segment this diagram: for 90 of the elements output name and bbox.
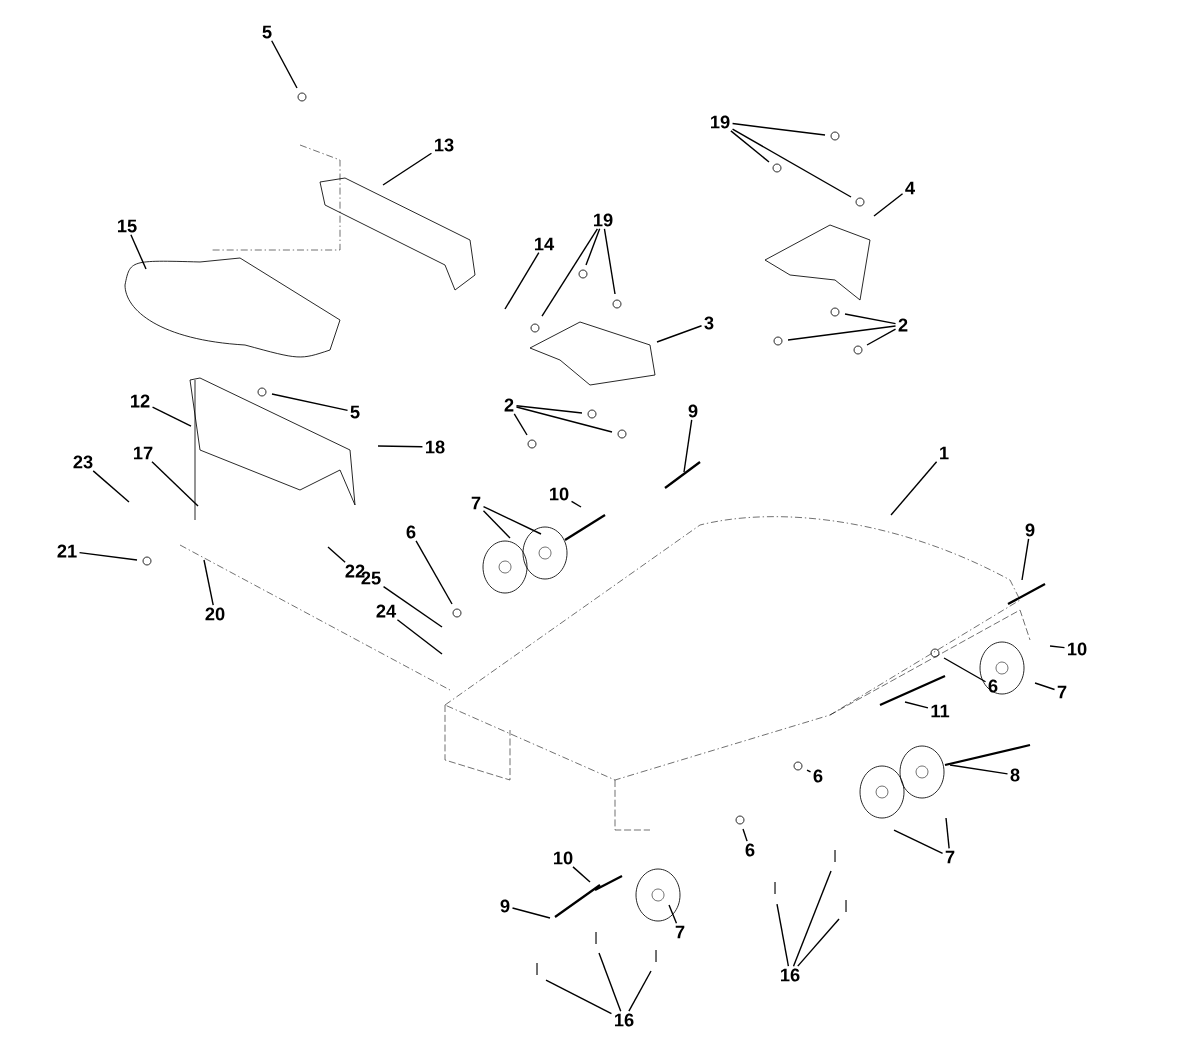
leader-line (1049, 645, 1066, 649)
leader-line (396, 619, 443, 655)
leader-line (377, 445, 424, 448)
leader-line (482, 510, 511, 539)
callout-number: 20 (205, 607, 225, 621)
callout-number: 19 (711, 115, 730, 129)
leader-line (1021, 538, 1030, 581)
callout-number: 2 (898, 318, 908, 332)
callout-number: 7 (675, 925, 685, 939)
callout-number: 2 (504, 398, 514, 412)
leader-line (742, 828, 748, 842)
callout-number: 16 (615, 1013, 634, 1027)
callout-number: 11 (931, 704, 950, 718)
callout-number: 10 (1068, 642, 1087, 656)
leader-line (570, 500, 582, 508)
callout-number: 7 (471, 496, 481, 510)
leader-line (585, 228, 601, 266)
leader-line (151, 460, 199, 507)
leader-line (806, 769, 812, 773)
leader-line (603, 228, 616, 295)
callout-number: 9 (688, 404, 698, 418)
leader-line (513, 413, 528, 436)
leader-line (598, 952, 622, 1012)
callout-number: 6 (813, 769, 823, 783)
leader-line (327, 546, 346, 563)
callout-number: 6 (406, 525, 416, 539)
leader-line (866, 328, 897, 346)
leader-line (776, 903, 790, 967)
leader-line (130, 234, 147, 270)
callout-number: 10 (550, 487, 569, 501)
leader-line (890, 460, 938, 516)
leader-line (572, 866, 591, 883)
callout-number: 6 (745, 843, 755, 857)
leader-line (92, 470, 130, 503)
leader-line (628, 970, 652, 1012)
leader-line (515, 406, 613, 433)
leader-line (511, 907, 551, 919)
leader-line (787, 325, 897, 341)
leader-line (949, 764, 1009, 775)
leader-line (731, 122, 826, 136)
callout-number: 8 (1010, 768, 1020, 782)
leader-line (271, 40, 298, 89)
leader-line (415, 540, 453, 605)
callout-number: 14 (535, 237, 555, 251)
leader-line (482, 505, 542, 535)
leader-line (730, 130, 770, 163)
callout-number: 3 (704, 316, 714, 330)
callout-number: 16 (781, 968, 800, 982)
callout-number: 7 (945, 850, 955, 864)
leader-line (683, 419, 693, 473)
callout-number: 6 (988, 679, 998, 693)
leader-line (797, 918, 840, 967)
leader-line (904, 701, 929, 709)
callout-number: 10 (554, 851, 573, 865)
leader-line (731, 128, 852, 198)
leader-line (1034, 682, 1056, 691)
callout-number: 12 (131, 394, 150, 408)
callout-number: 4 (905, 181, 915, 195)
callout-number: 5 (262, 25, 272, 39)
leader-line (943, 657, 987, 683)
callout-number: 17 (134, 446, 153, 460)
leader-line (541, 228, 599, 317)
leader-line (78, 551, 138, 561)
callout-number: 24 (376, 604, 397, 618)
callout-number: 5 (350, 405, 360, 419)
leader-line (945, 817, 950, 850)
leader-line (792, 870, 832, 967)
callout-number: 23 (73, 455, 93, 469)
leader-line (203, 559, 214, 606)
leader-line (545, 979, 613, 1015)
leader-line (668, 904, 678, 925)
callout-number: 19 (594, 213, 613, 227)
callout-number: 7 (1057, 685, 1067, 699)
leader-line (656, 325, 703, 343)
leader-line (515, 405, 583, 414)
leader-line (151, 406, 192, 427)
callout-number: 9 (500, 899, 510, 913)
leader-line (382, 152, 433, 186)
callout-number: 13 (435, 138, 454, 152)
callout-number: 21 (57, 544, 77, 558)
callout-number: 1 (940, 446, 949, 460)
callout-number: 15 (118, 219, 137, 233)
callout-number: 9 (1025, 523, 1035, 537)
callout-number: 18 (426, 440, 445, 454)
leader-line (504, 251, 540, 310)
leader-line (844, 313, 897, 325)
leader-line (873, 193, 904, 217)
leader-line (271, 393, 349, 412)
leader-line (382, 585, 443, 628)
leader-line (893, 829, 944, 855)
